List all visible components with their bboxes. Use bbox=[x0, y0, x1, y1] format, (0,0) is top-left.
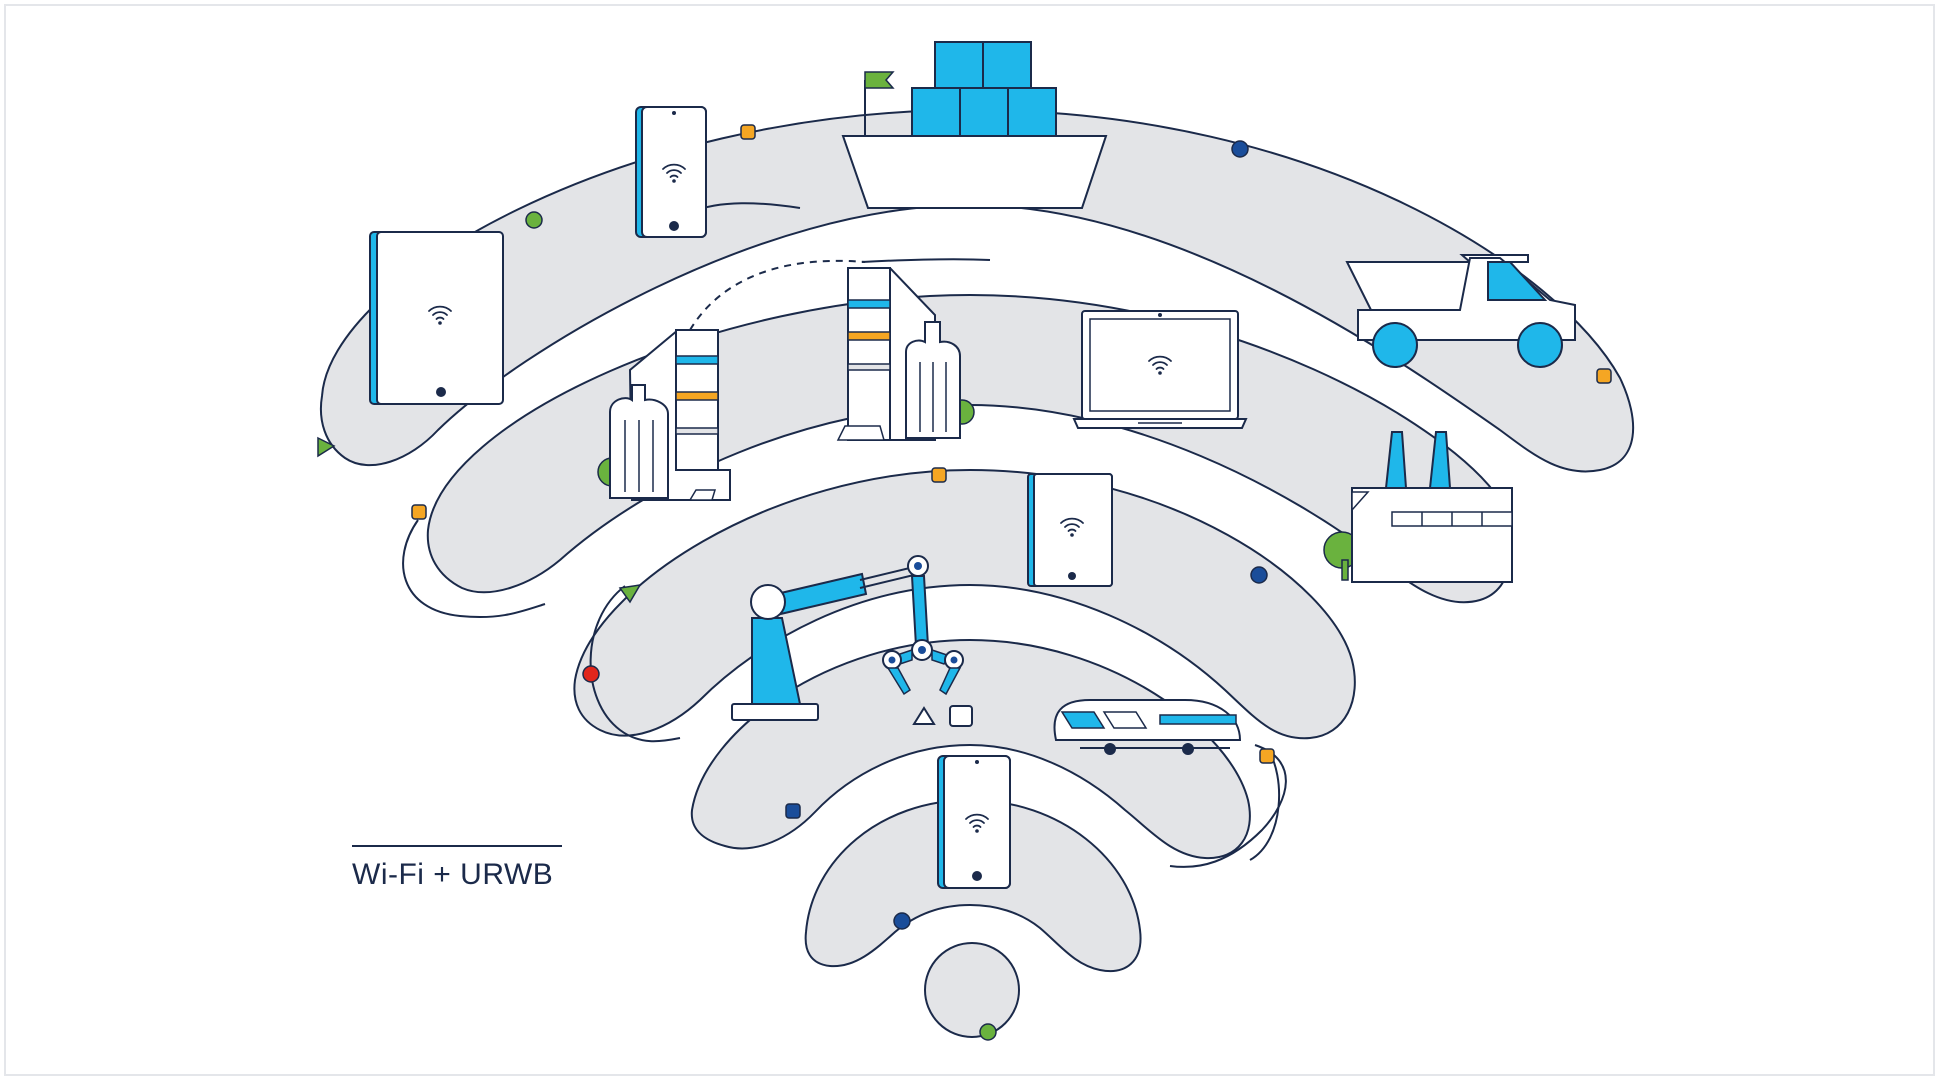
wifi-dot bbox=[924, 942, 1020, 1038]
marker-orange-square bbox=[931, 467, 947, 483]
marker-orange-square bbox=[740, 124, 756, 140]
image-frame bbox=[4, 4, 1935, 1076]
tablet-icon bbox=[369, 231, 504, 405]
laptop-icon bbox=[1072, 310, 1248, 429]
marker-green-dot bbox=[979, 1023, 997, 1041]
marker-orange-square bbox=[1259, 748, 1275, 764]
smartphone-icon bbox=[635, 106, 707, 238]
wireless-access-point-icon bbox=[1027, 473, 1113, 587]
marker-orange-square bbox=[411, 504, 427, 520]
marker-navy-dot bbox=[1231, 140, 1249, 158]
caption-rule bbox=[352, 845, 562, 847]
dump-truck-icon bbox=[1345, 254, 1576, 368]
smartphone-icon bbox=[937, 755, 1011, 889]
cargo-ship-icon bbox=[841, 41, 1108, 209]
marker-green-triangle bbox=[618, 584, 642, 604]
wifi-band-fourth bbox=[690, 638, 1251, 860]
warehouse-towers-icon bbox=[597, 329, 731, 501]
factory-icon bbox=[1323, 431, 1513, 583]
marker-navy-dot bbox=[893, 912, 911, 930]
high-speed-train-icon bbox=[1053, 699, 1242, 755]
warehouse-towers-icon bbox=[836, 266, 975, 441]
marker-navy-square bbox=[785, 803, 801, 819]
robotic-arm-icon bbox=[731, 555, 973, 727]
marker-green-triangle bbox=[317, 436, 336, 458]
marker-navy-dot bbox=[1250, 566, 1268, 584]
marker-orange-square bbox=[1596, 368, 1612, 384]
markers bbox=[317, 124, 1612, 1041]
marker-green-dot bbox=[525, 211, 543, 229]
diagram-caption: Wi-Fi + URWB bbox=[352, 858, 554, 891]
marker-red-dot bbox=[582, 665, 600, 683]
